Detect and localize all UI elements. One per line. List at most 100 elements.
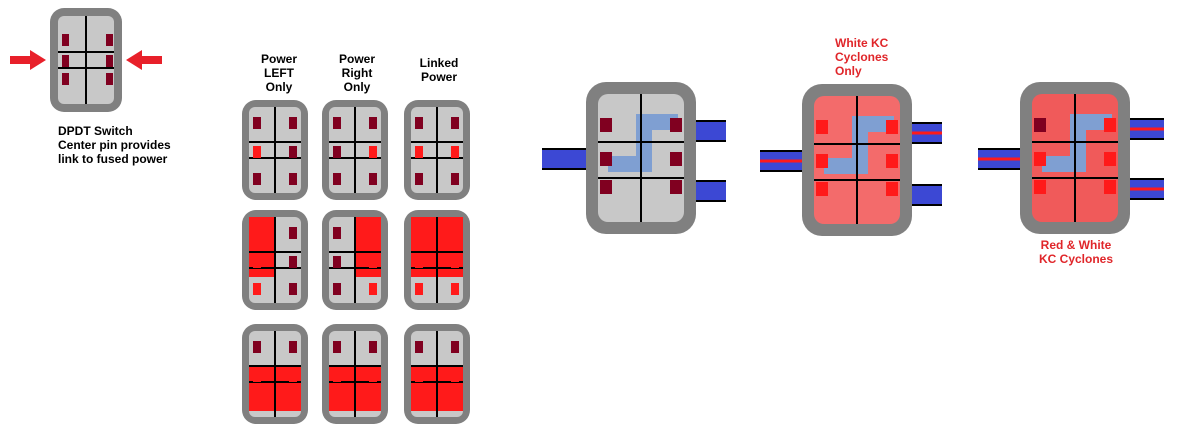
pin-right [369,117,377,129]
pin-right [289,256,297,268]
pin-right [369,256,377,268]
pin-right [289,117,297,129]
column-label-power-right-only: Power Right Only [338,52,375,94]
pin [106,55,113,67]
pin-left [415,227,423,239]
pin-right [289,283,297,295]
pin-left [333,370,341,382]
pin [600,180,612,194]
pin-right [451,173,459,185]
pin-left [333,117,341,129]
pin-right [289,173,297,185]
dpdt-switch [10,8,162,112]
pin-right [289,341,297,353]
pin [670,180,682,194]
pin-right [451,283,459,295]
pin-left [253,370,261,382]
pin-right [369,146,377,158]
pin [886,182,898,196]
pin [62,55,69,67]
pin [600,152,612,166]
switch-r1-power-right-only [322,100,388,200]
pin [816,154,828,168]
label-red-white-kc-cyclones: Red & White KC Cyclones [1038,238,1114,266]
pin [106,34,113,46]
pin-right [451,397,459,409]
pin [1034,118,1046,132]
dpdt-caption: DPDT Switch Center pin provides link to … [58,124,171,166]
pin-right [369,397,377,409]
pin [600,118,612,132]
pin-left [415,283,423,295]
column-label-linked-power: Linked Power [419,56,459,84]
pin-left [333,397,341,409]
switch-r2-power-right-only [322,210,388,310]
switch-r3-power-left-only [242,324,308,424]
pin-left [333,341,341,353]
bus-stripe [760,159,820,163]
column-label-power-left-only: Power LEFT Only [260,52,297,94]
label-white-kc-cyclones-only: White KC Cyclones Only [835,36,889,78]
switch-r2-linked-power [404,210,470,310]
pin-left [253,283,261,295]
pin-right [451,370,459,382]
switch-r3-linked-power [404,324,470,424]
pin [670,152,682,166]
pin-left [333,283,341,295]
pin-left [415,397,423,409]
bus-stripe [978,157,1038,161]
pin-right [369,370,377,382]
pin-right [451,117,459,129]
pin-left [253,227,261,239]
pin-left [415,146,423,158]
switch-r1-linked-power [404,100,470,200]
pin-right [451,256,459,268]
pin-left [415,117,423,129]
pin-right [369,283,377,295]
switch-r3-power-right-only [322,324,388,424]
pin [816,120,828,134]
pin-left [253,173,261,185]
pin-right [451,146,459,158]
pin-right [289,370,297,382]
pin-left [253,256,261,268]
pin-left [333,146,341,158]
pin [62,73,69,85]
pin [1034,180,1046,194]
pin [886,154,898,168]
pin [670,118,682,132]
pin-right [451,227,459,239]
switch-r2-power-left-only [242,210,308,310]
pin-left [415,341,423,353]
arrow-right-shaft [140,56,162,64]
pin [106,73,113,85]
arrow-right-icon [126,50,142,70]
pin-left [333,227,341,239]
switch-large-plain [586,82,696,234]
pin-left [253,146,261,158]
pin [1104,118,1116,132]
pin-left [253,397,261,409]
pin [1104,152,1116,166]
pin-left [333,173,341,185]
pin-left [253,117,261,129]
pin-left [253,341,261,353]
pin-left [415,173,423,185]
pin-right [451,341,459,353]
pin-right [289,397,297,409]
arrow-left-shaft [10,56,32,64]
pin-left [415,370,423,382]
switch-r1-power-left-only [242,100,308,200]
pin-right [289,146,297,158]
pin-right [369,227,377,239]
pin [1034,152,1046,166]
pin-right [369,341,377,353]
pin-left [415,256,423,268]
switch-large-red-white [1020,82,1130,234]
pin [886,120,898,134]
switch-large-white-kc [802,84,912,236]
pin [816,182,828,196]
pin [62,34,69,46]
pin-right [369,173,377,185]
